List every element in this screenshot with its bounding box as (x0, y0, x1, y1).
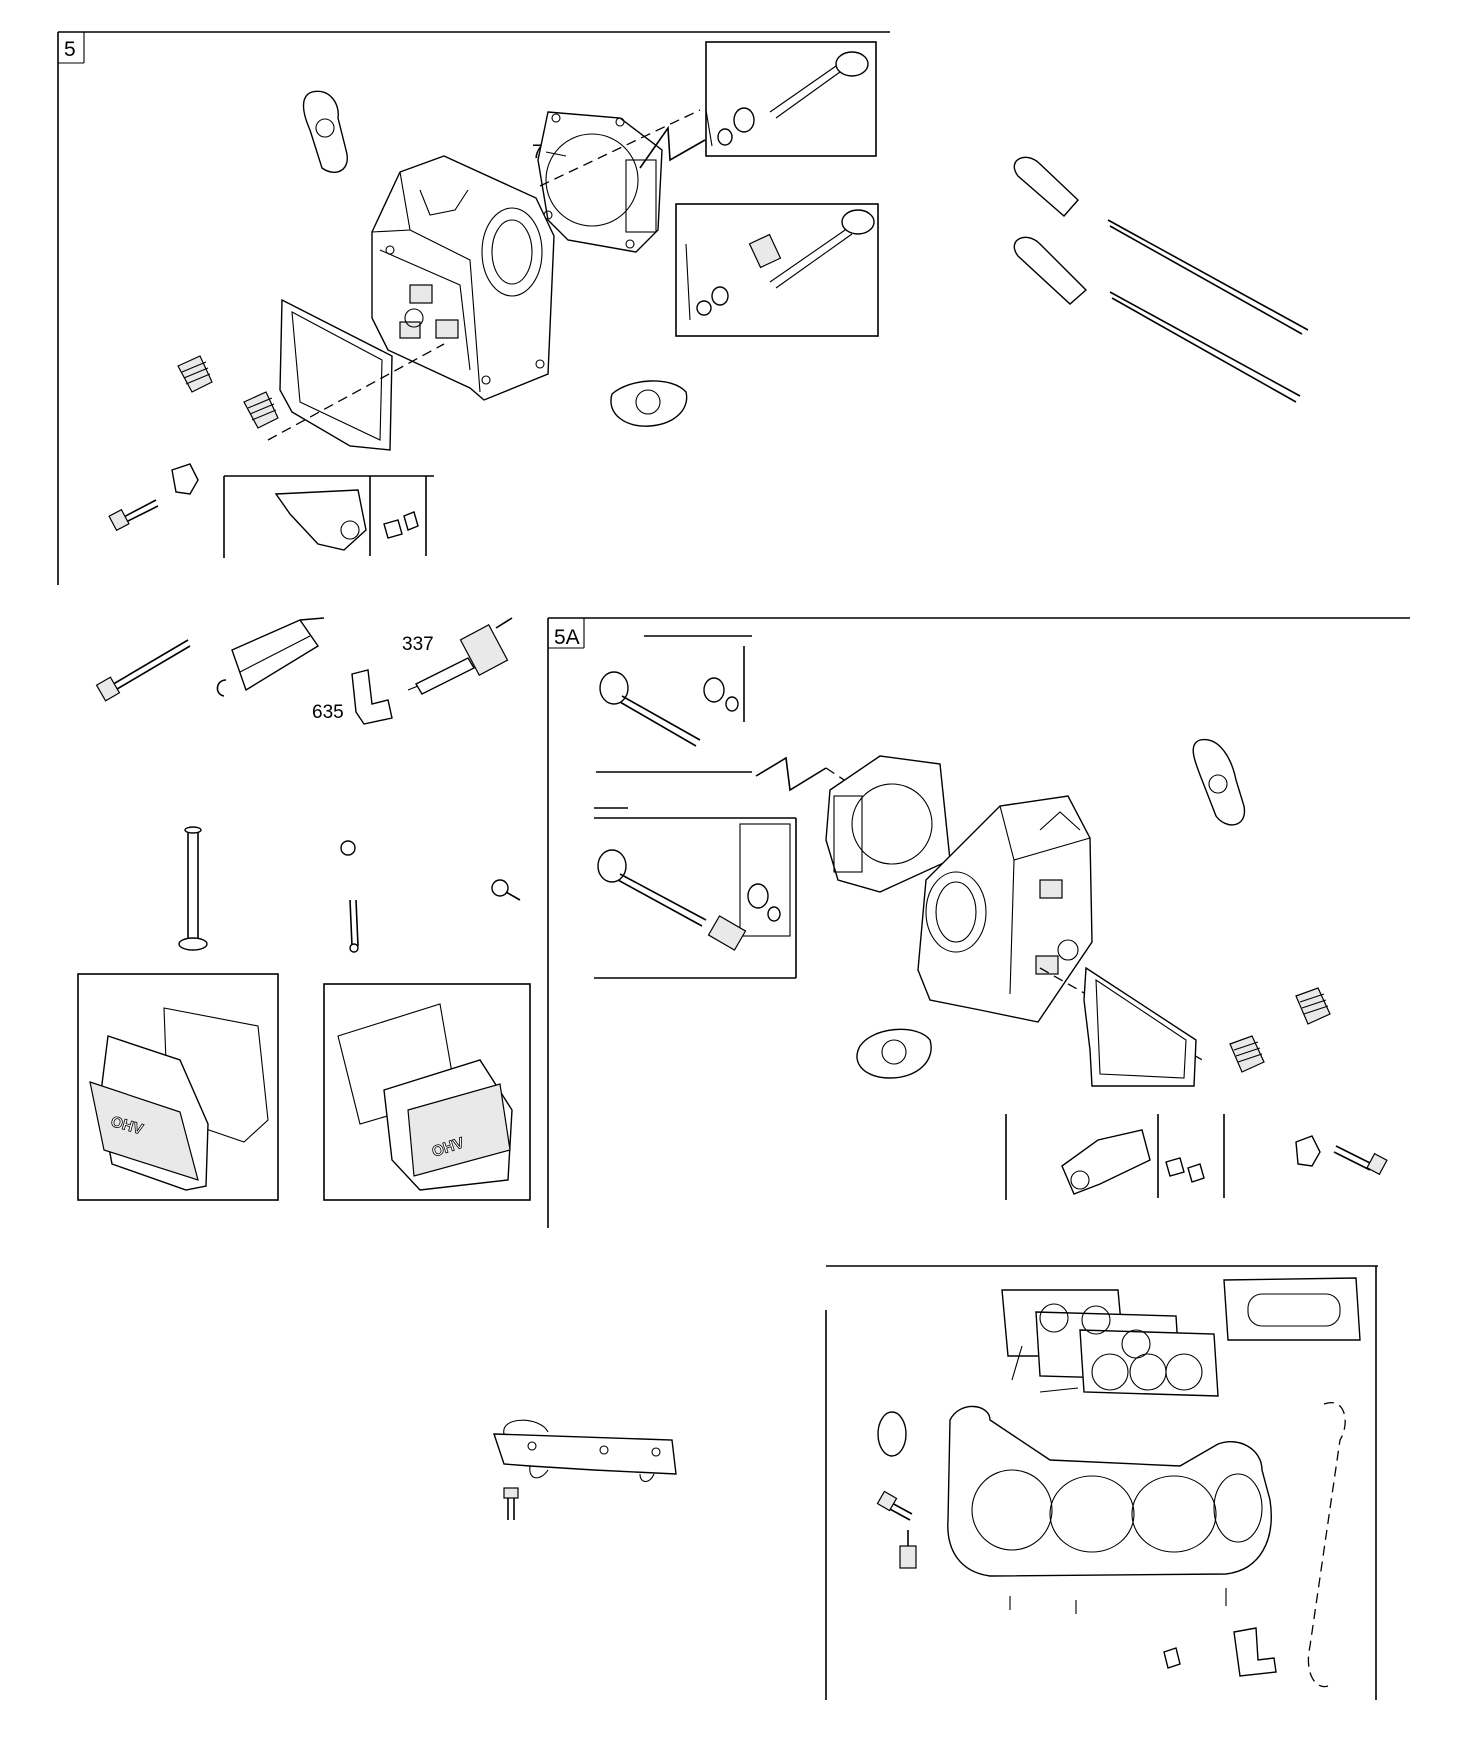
cylinder-head-gasket-5a (825, 755, 951, 893)
section-5a-frame: 5A (547, 617, 1410, 1228)
vent-hose (1307, 1401, 1346, 1688)
intake-gasket-5a (1192, 738, 1246, 826)
bracket-clip-5a (1295, 1135, 1321, 1167)
valve-kit-5a-box (594, 807, 797, 979)
bracket-screw (503, 1487, 519, 1520)
bracket-clip (171, 463, 199, 495)
valve-spring-5a-a (1295, 987, 1331, 1025)
fuel-line-fitting (1233, 1627, 1277, 1677)
section-5a-label: 5A (554, 626, 580, 649)
intake-gasket (302, 90, 348, 173)
rocker-cover-gasket (279, 298, 393, 451)
cover-screw (491, 879, 521, 901)
cylinder-head (371, 155, 555, 401)
rocker-arm-box-5a (1005, 1114, 1225, 1200)
valve-spring-5a-b (1229, 1035, 1265, 1073)
section-5-frame: 5 (57, 31, 890, 585)
rocker-cover-gasket-5a (1083, 966, 1197, 1087)
governor-bracket (493, 1419, 677, 1483)
callout-7: 7 (532, 142, 543, 163)
callout-635: 635 (312, 702, 344, 723)
valve-spring-b (243, 391, 279, 429)
head-bolt-5a (1333, 1145, 1388, 1176)
cylinder-head-gasket (537, 111, 663, 253)
pushrod-set (1013, 156, 1309, 403)
o-ring (877, 1411, 907, 1457)
spark-plug (407, 617, 513, 695)
section-5-label: 5 (64, 38, 76, 61)
exhaust-gasket (610, 380, 688, 427)
exhaust-valve-kit-box (705, 41, 877, 157)
head-bolt (108, 499, 159, 532)
dipstick-tube (178, 826, 208, 951)
exhaust-gasket-5a (856, 1028, 932, 1079)
small-nut (1163, 1647, 1181, 1669)
spark-plug-boot (351, 669, 393, 725)
stud-and-nut (340, 840, 359, 953)
valve-spring-a (177, 355, 213, 393)
manifold-fitting (899, 1530, 917, 1569)
long-bolt (95, 639, 191, 702)
valve-cover-box-right: OHV (323, 983, 531, 1201)
breather-tube-assembly (216, 617, 325, 697)
manifold-bolt (876, 1490, 913, 1521)
callout-337: 337 (402, 634, 434, 655)
intake-manifold-box (825, 1265, 1378, 1700)
intake-manifold (947, 1405, 1272, 1614)
carburetor-gasket (1223, 1277, 1361, 1341)
intake-valve-kit-box (675, 203, 879, 337)
valve-cover-box-left: OHV (77, 973, 279, 1201)
rocker-arm-box (223, 475, 434, 558)
cylinder-head-5a (917, 795, 1093, 1023)
valve-kit-5a-top (599, 635, 752, 747)
manifold-gaskets-stack (1001, 1289, 1219, 1397)
